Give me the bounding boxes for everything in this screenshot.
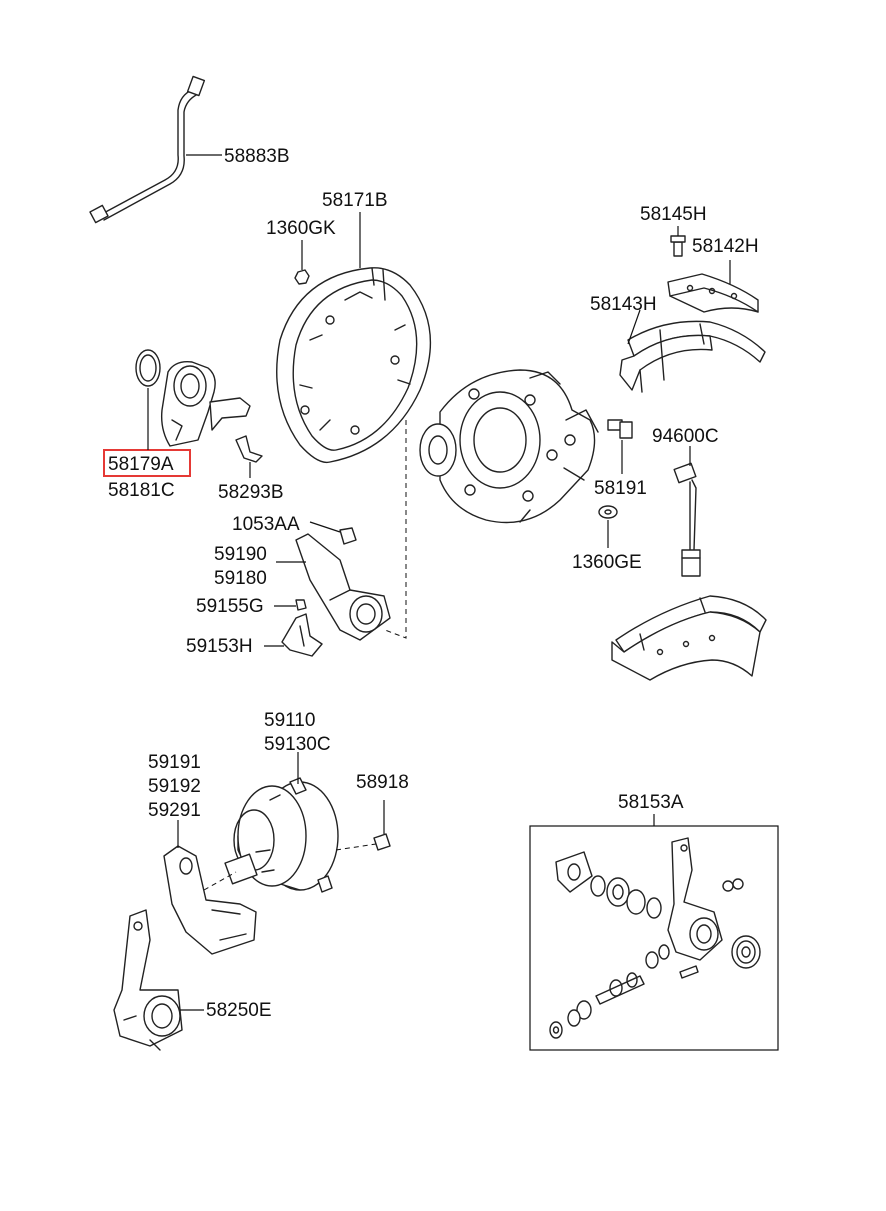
assembly-dash-line — [384, 420, 407, 639]
label-59153H[interactable]: 59153H — [186, 636, 253, 657]
chamber-bracket-part[interactable] — [295, 533, 391, 641]
label-58179A[interactable]: 58179A — [108, 454, 174, 475]
kit-worm-shaft-part[interactable] — [595, 944, 699, 1005]
bracket-58293B-part[interactable] — [235, 435, 263, 463]
chamber-dash-line — [203, 843, 377, 891]
dust-shield-part[interactable] — [276, 267, 432, 464]
label-59110[interactable]: 59110 — [264, 710, 315, 731]
label-94600C[interactable]: 94600C — [652, 426, 719, 447]
fitting-58918-part[interactable] — [373, 833, 391, 851]
brake-shoe-lower-part[interactable] — [611, 595, 767, 681]
bolt-58145H-part[interactable] — [670, 235, 686, 257]
label-58143H[interactable]: 58143H — [590, 294, 657, 315]
leader-1053AA — [309, 521, 341, 533]
label-1360GE[interactable]: 1360GE — [572, 552, 642, 573]
brake-shoe-58143H-part[interactable] — [619, 320, 766, 393]
bolt-58191-part[interactable] — [607, 419, 633, 439]
label-59130C[interactable]: 59130C — [264, 734, 331, 755]
brake-chamber-part[interactable] — [224, 777, 339, 893]
label-59180[interactable]: 59180 — [214, 568, 267, 589]
kit-slack-adjuster-part[interactable] — [667, 837, 744, 961]
kit-spring-part[interactable] — [731, 935, 761, 969]
bolt-1360GK-part[interactable] — [294, 269, 310, 285]
clip-1053AA-part[interactable] — [339, 527, 357, 545]
leader-58143H — [627, 309, 641, 345]
label-58883B[interactable]: 58883B — [224, 146, 290, 167]
label-59155G[interactable]: 59155G — [196, 596, 264, 617]
label-59192[interactable]: 59192 — [148, 776, 201, 797]
kit-gasket-part[interactable] — [555, 851, 593, 893]
slack-adjuster-58250E-part[interactable] — [113, 909, 183, 1051]
label-58191[interactable]: 58191 — [594, 478, 647, 499]
kit-bearings-part[interactable] — [549, 1000, 592, 1039]
label-58142H[interactable]: 58142H — [692, 236, 759, 257]
label-59291[interactable]: 59291 — [148, 800, 201, 821]
highlight-box-58179A — [103, 449, 191, 477]
label-58153A[interactable]: 58153A — [618, 792, 684, 813]
kit-seals-part[interactable] — [590, 875, 662, 919]
label-58181C[interactable]: 58181C — [108, 480, 175, 501]
brake-lining-58142H-part[interactable] — [667, 273, 759, 313]
label-58145H[interactable]: 58145H — [640, 204, 707, 225]
brake-spider-part[interactable] — [419, 369, 599, 524]
seal-ring-part[interactable] — [135, 349, 161, 387]
label-59191[interactable]: 59191 — [148, 752, 201, 773]
chamber-mount-bracket-part[interactable] — [163, 845, 257, 955]
label-58250E[interactable]: 58250E — [206, 1000, 272, 1021]
bolt-59155G-part[interactable] — [295, 599, 307, 611]
label-58918[interactable]: 58918 — [356, 772, 409, 793]
wear-sensor-94600C-part[interactable] — [673, 462, 701, 577]
brake-hose-part[interactable] — [89, 75, 206, 224]
label-1053AA[interactable]: 1053AA — [232, 514, 300, 535]
camshaft-bracket-58179A-part[interactable] — [160, 361, 251, 447]
bracket-59153H-part[interactable] — [281, 613, 323, 657]
washer-1360GE-part[interactable] — [598, 505, 618, 519]
label-58293B[interactable]: 58293B — [218, 482, 284, 503]
label-58171B[interactable]: 58171B — [322, 190, 388, 211]
label-59190[interactable]: 59190 — [214, 544, 267, 565]
label-1360GK[interactable]: 1360GK — [266, 218, 336, 239]
